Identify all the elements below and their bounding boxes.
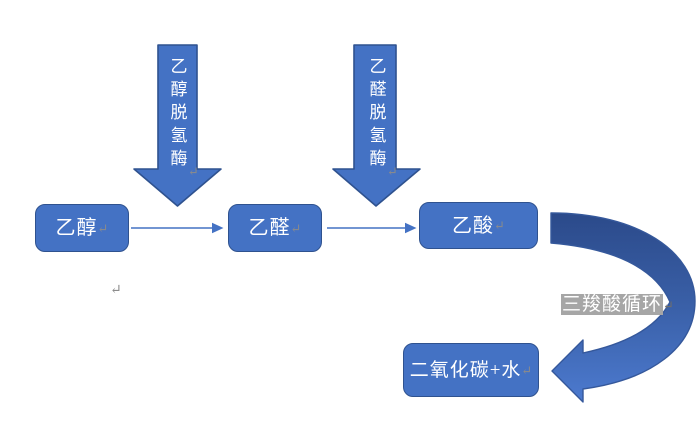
return-mark-icon: ↵: [494, 218, 505, 233]
box-co2-water[interactable]: 二氧化碳+水↵: [403, 343, 539, 397]
enzyme-arrow-1-label: 乙醇脱氢酶: [167, 57, 187, 172]
box-ethanol-label: 乙醇: [55, 217, 98, 239]
paragraph-return-mark-icon: ↵: [110, 283, 122, 298]
tca-cycle-label[interactable]: 三羧酸循环↵: [561, 294, 674, 316]
connector-arrow-2[interactable]: [327, 222, 417, 234]
connector-arrow-1[interactable]: [131, 222, 224, 234]
connector-arrow-2-head: [405, 222, 417, 234]
return-mark-icon: ↵: [521, 362, 533, 378]
return-mark-icon: ↵: [97, 220, 109, 236]
return-mark-icon: ↵: [290, 220, 302, 236]
box-co2-water-label: 二氧化碳+水: [409, 359, 522, 381]
box-acetic-acid[interactable]: 乙酸↵: [419, 202, 538, 249]
box-acetaldehyde-label: 乙醛: [248, 217, 291, 239]
box-acetic-acid-label: 乙酸: [452, 214, 495, 237]
box-acetaldehyde[interactable]: 乙醛↵: [228, 204, 322, 252]
enzyme-down-arrow-1[interactable]: [133, 44, 222, 207]
tca-cycle-label-text: 三羧酸循环: [561, 294, 664, 315]
return-mark-icon: ↵: [188, 164, 199, 179]
connector-arrow-1-head: [212, 222, 224, 234]
tca-cycle-curved-arrow[interactable]: [550, 212, 696, 403]
enzyme-down-arrow-2[interactable]: [332, 44, 421, 207]
box-ethanol[interactable]: 乙醇↵: [35, 204, 129, 252]
return-mark-icon: ↵: [663, 298, 674, 313]
enzyme-arrow-2-label: 乙醛脱氢酶: [366, 57, 386, 172]
return-mark-icon: ↵: [387, 164, 398, 179]
